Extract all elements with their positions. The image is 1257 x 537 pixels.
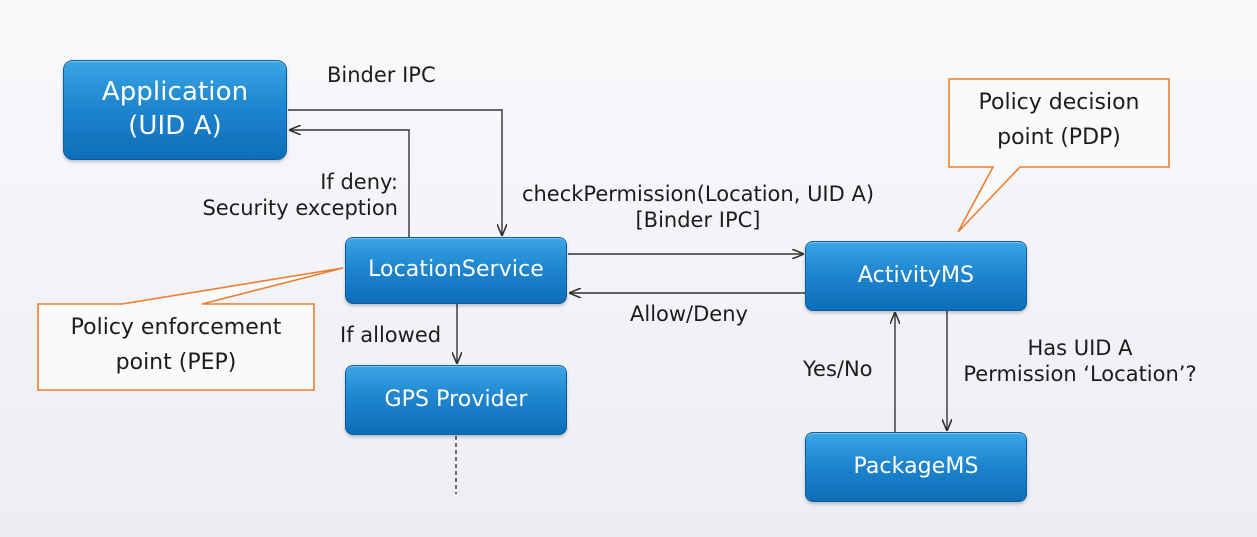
location-service-node: LocationService [345, 237, 567, 304]
application-label: Application (UID A) [102, 76, 248, 144]
gps-provider-node: GPS Provider [345, 365, 567, 435]
permission-query-line2: Permission ‘Location’? [963, 361, 1197, 386]
pep-line1: Policy enforcement [70, 315, 282, 340]
yes-no-label: Yes/No [803, 357, 873, 381]
edge-binder-ipc [288, 109, 502, 235]
pdp-callout-text: Policy decision point (PDP) [949, 85, 1169, 155]
binder-ipc-label: Binder IPC [327, 63, 436, 87]
permission-query-line1: Has UID A [1027, 336, 1133, 360]
gps-provider-label: GPS Provider [384, 386, 528, 412]
pep-callout-text: Policy enforcement point (PEP) [38, 310, 314, 380]
if-allowed-label: If allowed [340, 323, 442, 347]
pdp-line2: point (PDP) [997, 125, 1121, 151]
security-exception-label: If deny: Security exception [182, 170, 398, 221]
deny-result-text: Security exception [202, 195, 398, 220]
package-ms-label: PackageMS [853, 453, 979, 479]
application-name: Application [101, 77, 249, 108]
package-ms-node: PackageMS [805, 432, 1027, 502]
application-node: Application (UID A) [63, 60, 287, 160]
check-permission-call-text: checkPermission(Location, UID A) [521, 182, 875, 206]
check-permission-label: checkPermission(Location, UID A) [Binder… [500, 182, 896, 233]
deny-condition-text: If deny: [320, 170, 398, 194]
pep-line2: point (PEP) [115, 350, 237, 376]
activity-ms-label: ActivityMS [857, 262, 975, 288]
application-uid: (UID A) [128, 111, 222, 141]
pdp-line1: Policy decision [978, 90, 1140, 115]
edge-security-exception [290, 130, 410, 237]
check-permission-transport-text: [Binder IPC] [635, 207, 761, 232]
location-service-label: LocationService [368, 257, 544, 283]
allow-deny-label: Allow/Deny [630, 302, 748, 326]
activity-ms-node: ActivityMS [805, 241, 1027, 311]
pep-callout-shape [37, 267, 344, 391]
pdp-callout-shape [948, 78, 1170, 233]
permission-query-label: Has UID A Permission ‘Location’? [955, 336, 1205, 387]
